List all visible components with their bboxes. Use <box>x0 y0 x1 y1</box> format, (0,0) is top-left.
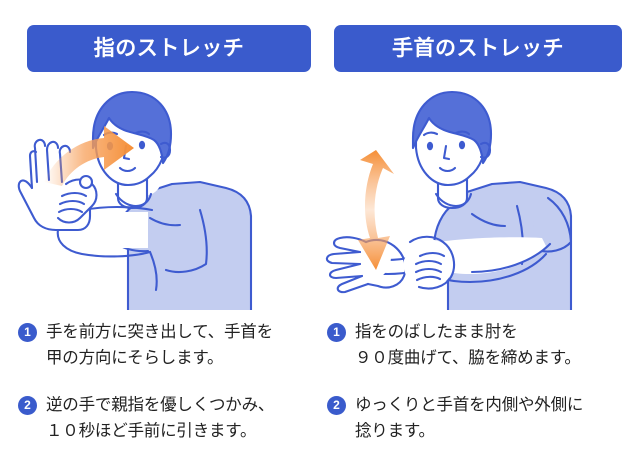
forearm-right-top <box>470 242 552 274</box>
finger-middle <box>45 140 60 182</box>
panel-title-bar-wrist-stretch: 手首のストレッチ <box>334 25 622 72</box>
step-number-badge: 1 <box>327 323 346 342</box>
step-number-badge: 2 <box>18 396 37 416</box>
panel-wrist-stretch: 手首のストレッチ <box>320 0 640 460</box>
grasp-line-3 <box>57 207 84 214</box>
finger-ring-open <box>328 262 364 280</box>
step-item: 1 手を前方に突き出して、手首を 甲の方向にそらします。 <box>0 320 320 371</box>
ear <box>479 141 492 159</box>
hair-outline <box>91 90 173 165</box>
mouth <box>438 166 457 173</box>
mouth <box>118 166 137 173</box>
panel-title-finger-stretch: 指のストレッチ <box>93 37 245 60</box>
steps-wrist-stretch: 1 指をのばしたまま肘を ９０度曲げて、脇を締めます。 2 ゆっくりと手首を内側… <box>320 320 640 466</box>
arrow-right-curved <box>44 126 134 186</box>
hair-outline <box>411 90 493 165</box>
finger-pinky-open <box>336 274 370 294</box>
grasp-line-2 <box>58 199 86 206</box>
grip-hand-outline <box>408 235 456 290</box>
grip-line-2 <box>414 267 443 274</box>
step-item: 2 ゆっくりと手首を内側や外側に 捻ります。 <box>320 393 640 444</box>
eyebrow-right <box>454 130 471 136</box>
shirt-fold <box>164 208 208 274</box>
eye-right <box>458 140 466 150</box>
ear <box>159 141 172 159</box>
finger-index-open <box>332 236 368 254</box>
collar <box>434 192 473 208</box>
arrow-up-down-curved <box>358 150 394 270</box>
hand-lower-edge <box>54 190 92 232</box>
steps-finger-stretch: 1 手を前方に突き出して、手首を 甲の方向にそらします。 2 逆の手で親指を優し… <box>0 320 320 466</box>
step-text: ゆっくりと手首を内側や外側に 捻ります。 <box>355 396 584 440</box>
panel-title-wrist-stretch: 手首のストレッチ <box>392 37 564 60</box>
sleeve-right-outline <box>534 196 573 253</box>
illustration-person-pushing-hand-forward <box>0 78 320 310</box>
grip-hand-fill <box>403 239 454 288</box>
step-text: 指をのばしたまま肘を ９０度曲げて、脇を締めます。 <box>355 323 581 367</box>
eyebrow-left <box>422 131 439 137</box>
collar <box>114 192 153 208</box>
nose <box>442 144 451 161</box>
hair-fill <box>413 92 491 163</box>
finger-middle-open <box>325 250 362 266</box>
finger-ring <box>33 138 47 184</box>
arm-inner-line <box>148 250 158 292</box>
hair-fill <box>93 92 171 163</box>
eyebrow-right <box>134 130 151 136</box>
panel-title-bar-finger-stretch: 指のストレッチ <box>27 25 311 72</box>
sleeve-right-fill <box>533 198 571 252</box>
step-text: 逆の手で親指を優しくつかみ、 １０秒ほど手前に引きます。 <box>46 396 275 440</box>
eye-right <box>138 140 146 150</box>
step-number-badge: 2 <box>327 396 346 416</box>
step-item: 2 逆の手で親指を優しくつかみ、 １０秒ほど手前に引きます。 <box>0 393 320 444</box>
hand-outer-edge <box>17 179 58 232</box>
eye-left <box>426 141 434 151</box>
shirt-crease <box>470 212 507 228</box>
thumb-tip <box>78 174 94 190</box>
shirt-fill <box>128 182 251 310</box>
illustration-person-twisting-wrist <box>320 78 640 310</box>
step-number-badge: 1 <box>18 323 37 342</box>
finger-index <box>58 144 72 184</box>
grip-line-3 <box>415 275 442 282</box>
grasp-line-1 <box>60 191 88 198</box>
panel-finger-stretch: 指のストレッチ <box>0 0 320 460</box>
step-text: 手を前方に突き出して、手首を 甲の方向にそらします。 <box>46 323 273 367</box>
grip-line-1 <box>414 259 443 266</box>
shirt-crease <box>148 216 182 227</box>
grip-line-4 <box>418 251 446 258</box>
step-item: 1 指をのばしたまま肘を ９０度曲げて、脇を締めます。 <box>320 320 640 371</box>
